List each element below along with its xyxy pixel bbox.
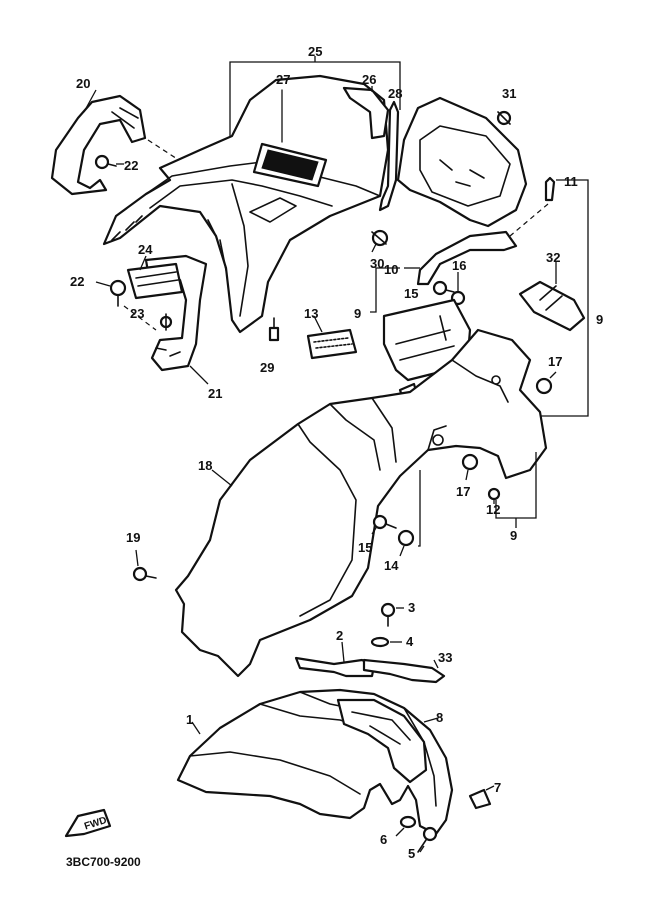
- callout-9-lower: 9: [510, 528, 517, 543]
- callout-13: 13: [304, 306, 318, 321]
- callout-3: 3: [408, 600, 415, 615]
- bolt-part-23: [159, 313, 173, 331]
- callout-15-upper: 15: [404, 286, 418, 301]
- band-part-32: [518, 262, 586, 332]
- emblem-part-27: [252, 89, 328, 188]
- callout-22-upper: 22: [124, 158, 138, 173]
- callout-1: 1: [186, 712, 193, 727]
- fender-brace-part-8: [336, 698, 439, 784]
- clip-part-7: [468, 785, 495, 810]
- callout-33: 33: [438, 650, 452, 665]
- callout-labels: 25 27 26 28 20 22 31 11 30 10 16 15 32 9…: [70, 44, 603, 861]
- callout-5: 5: [408, 846, 415, 861]
- callout-6: 6: [380, 832, 387, 847]
- callout-30: 30: [370, 256, 384, 271]
- stay-part-2: [294, 641, 376, 678]
- callout-15-lower: 15: [358, 540, 372, 555]
- bolt-part-15-upper: [432, 280, 455, 296]
- bolt-part-22-lower: [95, 279, 157, 331]
- seat-group-bracket: [229, 56, 401, 140]
- callout-14: 14: [384, 558, 399, 573]
- callout-11: 11: [564, 174, 578, 189]
- bolt-part-30: [371, 229, 389, 253]
- stay-part-33: [362, 658, 446, 684]
- callout-4: 4: [406, 634, 414, 649]
- stay-part-10: [404, 230, 518, 286]
- callout-10: 10: [384, 262, 398, 277]
- collar-part-14: [397, 529, 415, 557]
- diagram-code: 3BC700-9200: [66, 855, 141, 869]
- callout-26: 26: [362, 72, 376, 87]
- bolt-part-22-upper: [94, 154, 124, 170]
- callout-27: 27: [276, 72, 290, 87]
- callout-22-lower: 22: [70, 274, 84, 289]
- strap-part-26: [342, 86, 390, 140]
- rubber-pad-part-24: [126, 255, 184, 300]
- nut-part-17-upper: [535, 371, 557, 395]
- bolt-part-15-lower: [371, 514, 397, 535]
- callout-23: 23: [130, 306, 144, 321]
- rear-fender-part-18: [174, 328, 548, 678]
- callout-28: 28: [388, 86, 402, 101]
- callout-9-left: 9: [354, 306, 361, 321]
- callout-17-upper: 17: [548, 354, 562, 369]
- callout-25: 25: [308, 44, 322, 59]
- callout-7: 7: [494, 780, 501, 795]
- seat-part-25: [102, 74, 390, 334]
- washer-part-4: [370, 636, 402, 648]
- part-11-bracket: [509, 176, 589, 417]
- bolt-part-5: [417, 826, 438, 853]
- taillight-housing-part: [396, 96, 528, 228]
- bracket-part-9-lower: [418, 452, 537, 547]
- callout-8: 8: [436, 710, 443, 725]
- clip-part-12: [487, 487, 501, 504]
- callout-18: 18: [198, 458, 212, 473]
- sponge-part-13: [306, 315, 358, 360]
- bolt-part-29: [268, 317, 280, 342]
- hook-part-28: [378, 100, 400, 212]
- callout-17-lower: 17: [456, 484, 470, 499]
- callout-21: 21: [208, 386, 222, 401]
- callout-24: 24: [138, 242, 153, 257]
- screw-part-3: [380, 602, 404, 627]
- callout-2: 2: [336, 628, 343, 643]
- bolt-part-19: [132, 549, 157, 582]
- callout-31: 31: [502, 86, 516, 101]
- callout-20: 20: [76, 76, 90, 91]
- callout-19: 19: [126, 530, 140, 545]
- fwd-arrow-icon: FWD: [64, 808, 112, 838]
- callout-29: 29: [260, 360, 274, 375]
- callout-32: 32: [546, 250, 560, 265]
- callout-16: 16: [452, 258, 466, 273]
- washer-part-6: [395, 815, 417, 837]
- callout-9-right: 9: [596, 312, 603, 327]
- nut-part-17-lower: [461, 453, 479, 481]
- callout-12: 12: [486, 502, 500, 517]
